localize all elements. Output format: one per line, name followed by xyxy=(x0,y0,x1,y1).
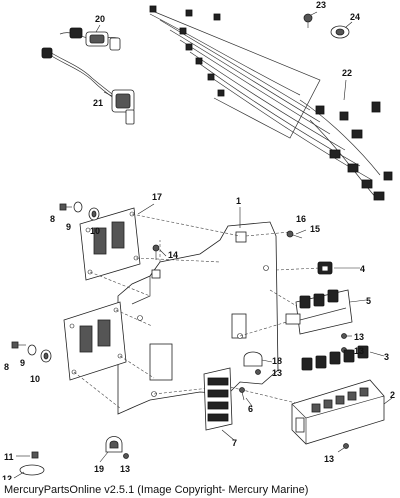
adapter-harness-20 xyxy=(59,27,121,51)
clamp-18 xyxy=(243,351,263,367)
fastener-set-upper xyxy=(59,201,100,221)
ecu-module-17 xyxy=(79,207,141,281)
leader-lines xyxy=(13,11,393,479)
screw-11 xyxy=(31,451,39,459)
screw-23 xyxy=(303,13,313,28)
callout-15: 15 xyxy=(310,224,320,234)
clip-4 xyxy=(317,261,333,275)
screw-13-mid xyxy=(255,369,261,375)
fastener-set-lower xyxy=(11,341,52,363)
relay-block-5 xyxy=(285,289,353,335)
callout-19: 19 xyxy=(94,464,104,474)
fuse-box-2 xyxy=(291,379,385,445)
callout-13-b: 13 xyxy=(354,346,364,356)
callout-3: 3 xyxy=(384,352,389,362)
callout-9-upper: 9 xyxy=(66,222,71,232)
callout-14: 14 xyxy=(168,250,178,260)
callout-18: 18 xyxy=(272,356,282,366)
callout-13-a: 13 xyxy=(354,332,364,342)
callout-11: 11 xyxy=(4,452,14,462)
callout-16: 16 xyxy=(296,214,306,224)
grommet-24 xyxy=(330,25,350,39)
screw-13-bottom xyxy=(337,443,349,453)
callout-8-upper: 8 xyxy=(50,214,55,224)
strap-12 xyxy=(19,464,45,476)
callout-8-lower: 8 xyxy=(4,362,9,372)
callout-9-lower: 9 xyxy=(20,358,25,368)
screw-13-bottom-left xyxy=(123,453,129,459)
callout-24: 24 xyxy=(350,12,360,22)
callout-2: 2 xyxy=(390,390,395,400)
callout-labels: 20 21 22 23 24 17 1 16 15 14 8 9 10 4 5 … xyxy=(2,0,395,480)
screw-16 xyxy=(286,230,303,239)
callout-23: 23 xyxy=(316,0,326,10)
relays-3 xyxy=(301,345,369,371)
callout-13-c: 13 xyxy=(272,368,282,378)
callout-17: 17 xyxy=(152,192,162,202)
exploded-parts-diagram: 20 21 22 23 24 17 1 16 15 14 8 9 10 4 5 … xyxy=(2,0,395,480)
copyright-text: MercuryPartsOnline v2.5.1 (Image Copyrig… xyxy=(4,484,309,496)
adapter-harness-21 xyxy=(41,47,135,125)
screw-14 xyxy=(152,244,160,260)
callout-21: 21 xyxy=(93,98,103,108)
callout-20: 20 xyxy=(95,14,105,24)
connector-block-7 xyxy=(203,367,233,431)
callout-10-upper: 10 xyxy=(90,226,100,236)
clamp-19 xyxy=(105,436,123,453)
mounting-bracket-1 xyxy=(117,221,279,415)
callout-7: 7 xyxy=(232,438,237,448)
engine-wiring-harness-22 xyxy=(149,5,393,201)
callout-10-lower: 10 xyxy=(30,374,40,384)
callout-4: 4 xyxy=(360,264,365,274)
callout-13-d: 13 xyxy=(120,464,130,474)
callout-13-e: 13 xyxy=(324,454,334,464)
callout-12: 12 xyxy=(2,474,12,480)
callout-6: 6 xyxy=(248,404,253,414)
callout-1: 1 xyxy=(236,196,241,206)
ecu-module-lower xyxy=(63,301,127,381)
screw-6 xyxy=(239,387,245,401)
callout-22: 22 xyxy=(342,68,352,78)
alignment-lines xyxy=(73,213,321,409)
callout-5: 5 xyxy=(366,296,371,306)
